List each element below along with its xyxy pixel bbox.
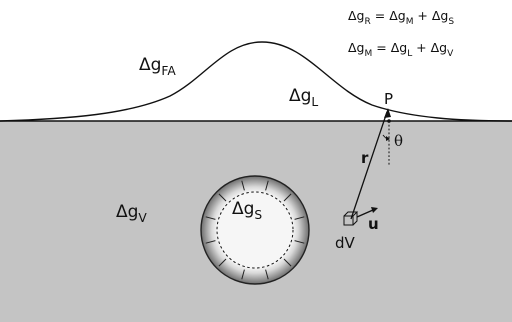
equation-modeled: ΔgM = ΔgL + ΔgV [348, 40, 454, 59]
unit-vector-arrowhead [371, 207, 378, 213]
shell-tick [241, 269, 245, 280]
shell-tick [218, 258, 227, 267]
label-local-anomaly: ΔgL [289, 86, 318, 109]
spherical-shell [200, 175, 310, 285]
shell-tick [283, 258, 292, 267]
free-air-anomaly-curve [0, 41, 512, 122]
radius-vector-arrowhead [384, 108, 391, 118]
shell-tick [265, 269, 269, 280]
label-volume-anomaly: ΔgV [116, 202, 147, 225]
shell-tick [205, 216, 216, 220]
shell-radial-ticks [205, 180, 305, 280]
unit-vector-line [356, 209, 374, 218]
shell-tick [294, 216, 305, 220]
shell-tick [205, 240, 216, 244]
volume-element-cube [343, 211, 359, 226]
label-volume-element: dV [335, 234, 356, 252]
shell-tick [218, 193, 227, 202]
label-theta: θ [394, 132, 403, 150]
label-free-air-anomaly: ΔgFA [139, 55, 176, 78]
radius-vector-line [350, 111, 388, 220]
shell-tick [241, 180, 245, 191]
shell-tick [283, 193, 292, 202]
shell-tick [294, 240, 305, 244]
observation-point [387, 119, 391, 123]
label-radius-vector: r [361, 149, 369, 167]
shell-inner-boundary [216, 191, 294, 269]
label-point-p: P [384, 90, 393, 108]
label-shell-anomaly: ΔgS [232, 199, 262, 222]
label-unit-vector: u [368, 215, 379, 233]
equation-residual: ΔgR = ΔgM + ΔgS [348, 8, 454, 27]
theta-arc-arrowhead [386, 136, 390, 141]
shell-tick [265, 180, 269, 191]
